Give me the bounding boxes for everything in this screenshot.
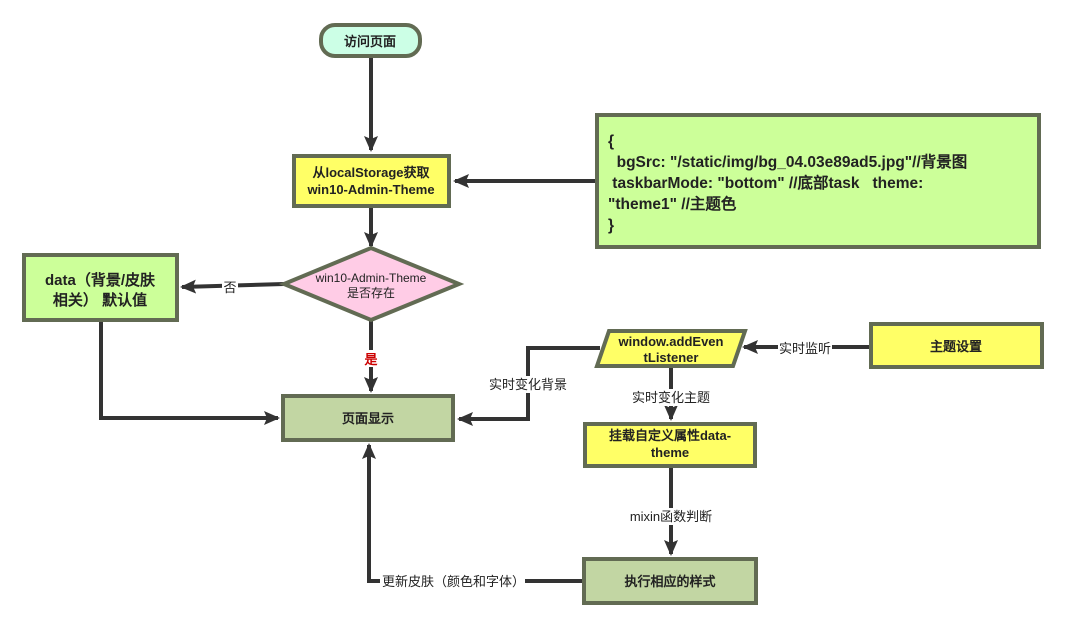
edge-label-mixin: mixin函数判断	[630, 509, 712, 524]
node-theme-settings: 主题设置	[869, 322, 1044, 369]
svg-text:执行相应的样式: 执行相应的样式	[624, 574, 715, 589]
svg-text:页面显示: 页面显示	[342, 411, 394, 426]
edge-label-no: 否	[223, 280, 236, 295]
node-mount-attr: 挂载自定义属性data-theme	[583, 422, 757, 468]
json-line: bgSrc: "/static/img/bg_04.03e89ad5.jpg"/…	[608, 154, 968, 171]
json-line: "theme1" //主题色	[608, 196, 737, 213]
edge-label-yes: 是	[363, 352, 378, 367]
default-theme-json: { bgSrc: "/static/img/bg_04.03e89ad5.jpg…	[598, 116, 1038, 246]
node-get-storage: 从localStorage获取 win10-Admin-Theme	[292, 154, 451, 208]
node-text-line: data（背景/皮肤	[45, 271, 156, 289]
edge-listener-to-mount: 实时变化主题	[630, 368, 712, 421]
edge-mount-to-apply: mixin函数判断	[626, 468, 716, 556]
svg-text:挂载自定义属性data-theme: 挂载自定义属性data-theme	[609, 428, 731, 460]
node-text-line: 相关） 默认值	[53, 291, 147, 309]
edge-no-to-default: 否	[180, 278, 285, 295]
json-line: }	[608, 217, 615, 234]
node-text-line: 挂载自定义属性data-	[609, 428, 731, 443]
node-text-line: 从localStorage获取	[312, 165, 430, 180]
node-text-line: tListener	[644, 350, 699, 365]
edge-default-to-display	[99, 321, 280, 425]
svg-text:访问页面: 访问页面	[344, 34, 396, 49]
edge-listener-to-display: 实时变化背景	[457, 346, 600, 426]
edge-label-realtime-theme: 实时变化主题	[632, 390, 710, 405]
edge-apply-to-display: 更新皮肤（颜色和字体）	[362, 443, 582, 590]
edge-settings-to-listener: 实时监听	[742, 340, 869, 357]
node-text-line: 是否存在	[347, 286, 395, 300]
node-text-line: theme	[651, 445, 689, 460]
edge-label-update-skin: 更新皮肤（颜色和字体）	[382, 574, 525, 589]
node-text-line: win10-Admin-Theme	[306, 182, 434, 197]
svg-text:主题设置: 主题设置	[930, 339, 982, 354]
json-line: taskbarMode: "bottom" //底部task theme:	[608, 175, 924, 192]
edge-label-realtime-listen: 实时监听	[779, 341, 831, 356]
node-apply-styles: 执行相应的样式	[582, 557, 758, 605]
edge-label-realtime-bg: 实时变化背景	[489, 377, 567, 392]
node-text-line: window.addEven	[618, 334, 724, 349]
edge-yes-to-display: 是	[363, 321, 379, 393]
node-data-default: data（背景/皮肤相关） 默认值	[22, 253, 179, 322]
svg-text:data（背景/皮肤相关） 默认值: data（背景/皮肤相关） 默认值	[45, 271, 156, 309]
node-visit-page: 访问页面	[319, 23, 422, 58]
node-page-display: 页面显示	[281, 394, 455, 442]
json-line: {	[608, 133, 615, 150]
node-text-line: win10-Admin-Theme	[315, 271, 427, 285]
node-default-json	[595, 113, 1041, 249]
